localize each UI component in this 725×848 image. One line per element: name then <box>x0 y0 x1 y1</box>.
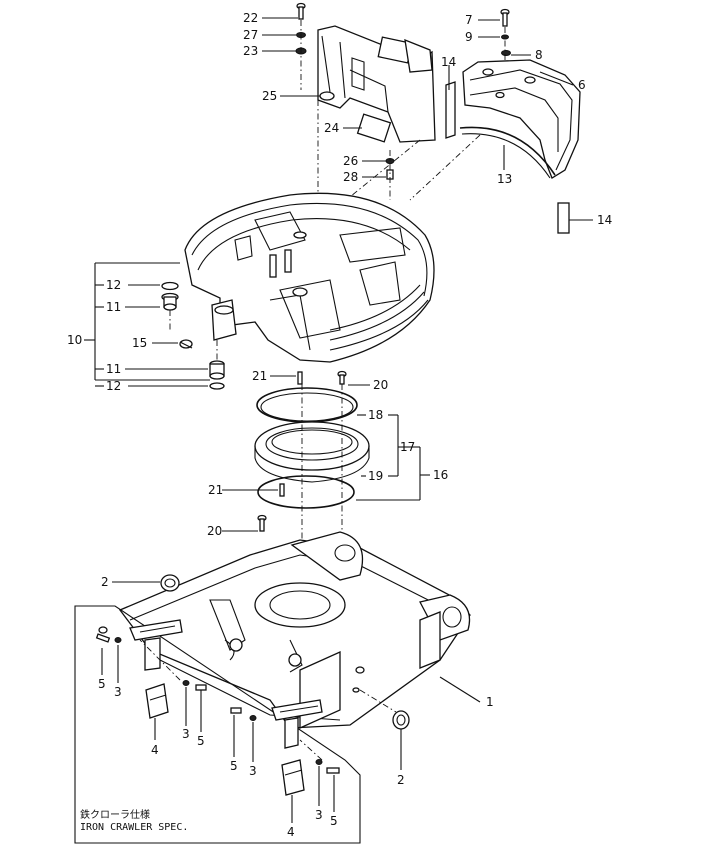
leader-lines <box>84 17 593 823</box>
bushing-11-lower <box>209 360 225 380</box>
note-jp: 鉄クローラ仕様 <box>80 808 150 821</box>
cap-2-lower <box>392 710 410 730</box>
callout-20-lower: 20 <box>207 524 222 538</box>
callout-3-d: 3 <box>315 808 323 822</box>
callout-9: 9 <box>465 30 473 44</box>
cover-assembly <box>295 2 581 234</box>
callout-21-lower: 21 <box>208 483 223 497</box>
swing-bearing <box>254 370 370 550</box>
callout-1: 1 <box>486 695 494 709</box>
callout-2-lower: 2 <box>397 773 405 787</box>
callout-12-lower: 12 <box>106 379 121 393</box>
washer-8 <box>501 50 511 56</box>
callout-12-upper: 12 <box>106 278 121 292</box>
callout-20-upper: 20 <box>373 378 388 392</box>
ring-12-lower <box>209 382 225 390</box>
callout-5-b: 5 <box>197 734 205 748</box>
callout-3-c: 3 <box>249 764 257 778</box>
bracket-cover <box>317 25 436 143</box>
callout-3-b: 3 <box>182 727 190 741</box>
counterweight-6 <box>462 59 581 179</box>
callout-8: 8 <box>535 48 543 62</box>
callout-13: 13 <box>497 172 512 186</box>
callout-21-upper: 21 <box>252 369 267 383</box>
callout-27: 27 <box>243 28 258 42</box>
callout-5-d: 5 <box>330 814 338 828</box>
callout-25: 25 <box>262 89 277 103</box>
callout-7: 7 <box>465 13 473 27</box>
callout-14-lower: 14 <box>597 213 612 227</box>
revolving-frame <box>184 192 435 363</box>
callout-19: 19 <box>368 469 383 483</box>
seal-lower <box>257 475 355 509</box>
bearing-19 <box>254 421 370 471</box>
callout-17: 17 <box>400 440 415 454</box>
callout-3-a: 3 <box>114 685 122 699</box>
callout-5-c: 5 <box>230 759 238 773</box>
callout-16: 16 <box>433 468 448 482</box>
callout-4-a: 4 <box>151 743 159 757</box>
callout-11-lower: 11 <box>106 362 121 376</box>
callout-14-upper: 14 <box>441 55 456 69</box>
callout-10: 10 <box>67 333 82 347</box>
bushing-11-upper <box>161 292 179 311</box>
callout-6: 6 <box>578 78 586 92</box>
plate-14-lower <box>557 202 570 234</box>
callout-24: 24 <box>324 121 339 135</box>
callout-11-upper: 11 <box>106 300 121 314</box>
callout-18: 18 <box>368 408 383 422</box>
strip-13 <box>459 126 556 176</box>
ring-12-upper <box>161 281 179 291</box>
callout-labels: 22 27 23 25 24 26 28 7 9 8 6 14 13 14 10… <box>67 11 612 839</box>
callout-23: 23 <box>243 44 258 58</box>
callout-28: 28 <box>343 170 358 184</box>
iron-crawler-box <box>74 605 361 844</box>
callout-2-upper: 2 <box>101 575 109 589</box>
bolt-7 <box>500 8 510 27</box>
cap-2-upper <box>160 574 180 592</box>
bolt-22 <box>296 2 306 20</box>
note-en: IRON CRAWLER SPEC. <box>80 822 188 833</box>
callout-26: 26 <box>343 154 358 168</box>
plate-14-upper <box>445 81 456 139</box>
pin-15 <box>179 339 193 349</box>
callout-4-b: 4 <box>287 825 295 839</box>
callout-5-a: 5 <box>98 677 106 691</box>
callout-15: 15 <box>132 336 147 350</box>
callout-22: 22 <box>243 11 258 25</box>
